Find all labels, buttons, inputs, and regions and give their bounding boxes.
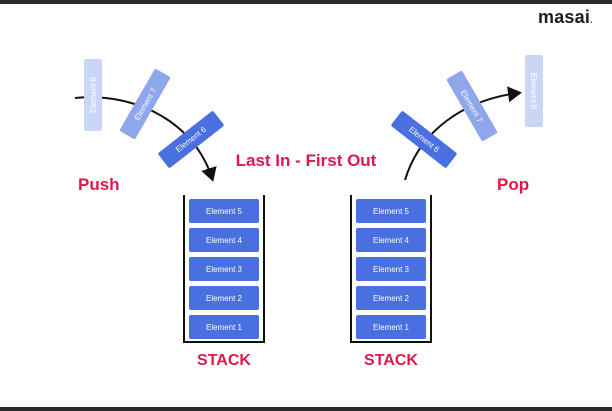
masai-logo: masai. [538,7,594,27]
stack-label-left: STACK [197,352,251,369]
stack-right-element: Element 1 [356,315,426,339]
push-element-8: Element 8 [84,59,102,131]
stack-label-right: STACK [364,352,418,369]
stack-left-element: Element 4 [189,228,259,252]
stack-left-element: Element 2 [189,286,259,310]
pop-arrow [404,86,522,181]
pop-element-8: Element 8 [525,55,543,127]
stack-left-element: Element 3 [189,257,259,281]
diagram-title: Last In - First Out [235,151,377,170]
stack-right-element: Element 2 [356,286,426,310]
pop-label: Pop [497,175,530,194]
stack-left-element: Element 5 [189,199,259,223]
stack-right-element: Element 5 [356,199,426,223]
push-label: Push [78,175,120,194]
stack-left: Element 5 Element 4 Element 3 Element 2 … [183,195,265,343]
bottom-border [0,407,612,411]
top-border [0,0,612,4]
stack-right-element: Element 4 [356,228,426,252]
stack-left-element: Element 1 [189,315,259,339]
stack-right: Element 5 Element 4 Element 3 Element 2 … [350,195,432,343]
stack-right-element: Element 3 [356,257,426,281]
